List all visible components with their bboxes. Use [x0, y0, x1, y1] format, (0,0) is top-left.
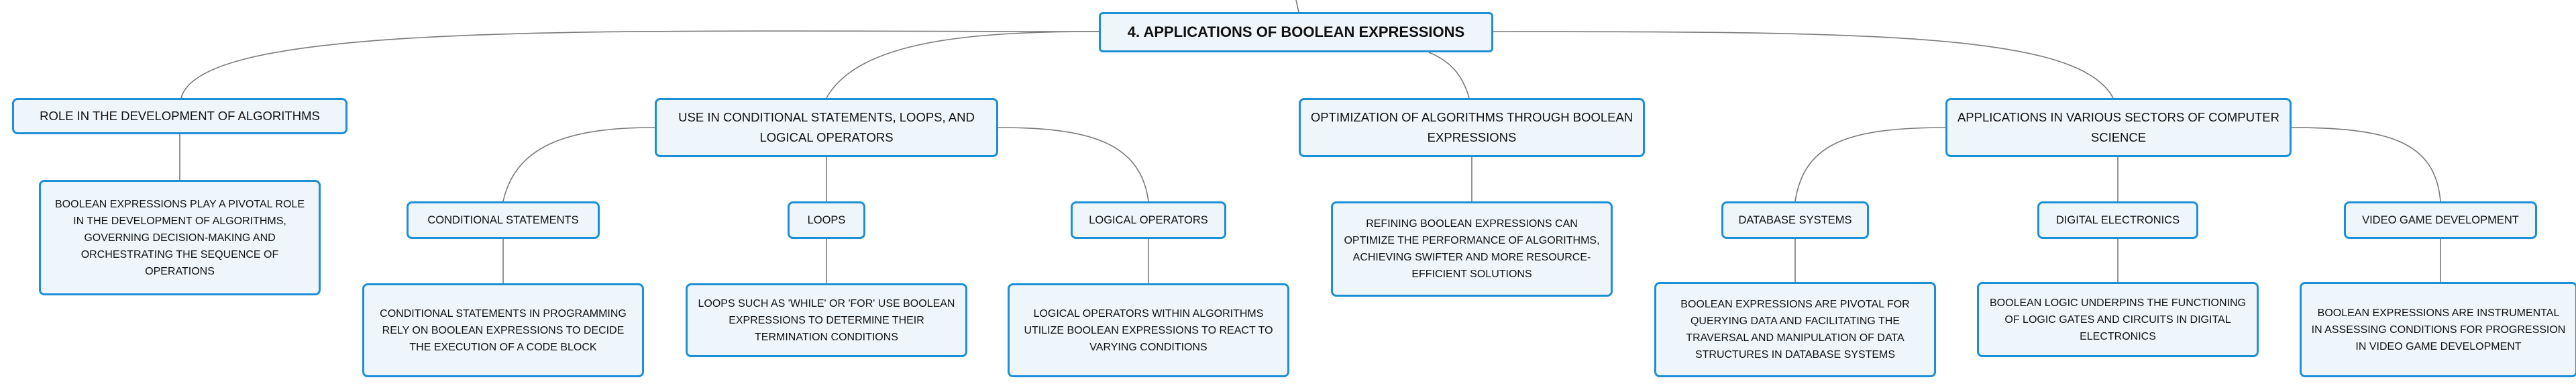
detail-text: BOOLEAN EXPRESSIONS PLAY A PIVOTAL ROLE …: [55, 198, 305, 277]
branch-title: APPLICATIONS IN VARIOUS SECTORS OF COMPU…: [1957, 110, 2280, 144]
node-title: CONDITIONAL STATEMENTS: [427, 213, 579, 226]
detail-digital-electronics[interactable]: BOOLEAN LOGIC UNDERPINS THE FUNCTIONING …: [1977, 282, 2259, 357]
node-title: DATABASE SYSTEMS: [1738, 213, 1852, 226]
detail-loops[interactable]: LOOPS SUCH AS 'WHILE' OR 'FOR' USE BOOLE…: [686, 283, 967, 357]
detail-logical-operators[interactable]: LOGICAL OPERATORS WITHIN ALGORITHMS UTIL…: [1008, 283, 1289, 377]
node-conditional-statements[interactable]: CONDITIONAL STATEMENTS: [407, 201, 600, 239]
detail-video-game-development[interactable]: BOOLEAN EXPRESSIONS ARE INSTRUMENTAL IN …: [2300, 282, 2576, 377]
connector-central-branch-4: [1493, 31, 2114, 99]
central-topic-title: 4. APPLICATIONS OF BOOLEAN EXPRESSIONS: [1127, 23, 1465, 40]
branch-title: OPTIMIZATION OF ALGORITHMS THROUGH BOOLE…: [1310, 110, 1633, 144]
connector-branch-2-child-3: [998, 127, 1149, 202]
branch-sectors-of-computer-science[interactable]: APPLICATIONS IN VARIOUS SECTORS OF COMPU…: [1945, 98, 2292, 157]
node-loops[interactable]: LOOPS: [788, 201, 865, 239]
connector-branch-4-child-1: [1794, 127, 1949, 202]
branch-optimization[interactable]: OPTIMIZATION OF ALGORITHMS THROUGH BOOLE…: [1299, 98, 1645, 157]
node-title: LOGICAL OPERATORS: [1089, 213, 1208, 226]
connector-central-branch-1: [180, 30, 1099, 99]
connector-central-branch-2: [826, 31, 1099, 99]
connector-branch-2-child-1: [502, 127, 655, 202]
detail-text: CONDITIONAL STATEMENTS IN PROGRAMMING RE…: [380, 307, 627, 353]
detail-text: LOOPS SUCH AS 'WHILE' OR 'FOR' USE BOOLE…: [698, 297, 955, 343]
node-title: LOOPS: [807, 213, 846, 226]
detail-text: LOGICAL OPERATORS WITHIN ALGORITHMS UTIL…: [1024, 307, 1273, 353]
detail-text: BOOLEAN LOGIC UNDERPINS THE FUNCTIONING …: [1990, 297, 2246, 342]
detail-conditional-statements[interactable]: CONDITIONAL STATEMENTS IN PROGRAMMING RE…: [362, 283, 644, 377]
node-logical-operators[interactable]: LOGICAL OPERATORS: [1071, 201, 1226, 239]
detail-database-systems[interactable]: BOOLEAN EXPRESSIONS ARE PIVOTAL FOR QUER…: [1654, 282, 1936, 377]
node-digital-electronics[interactable]: DIGITAL ELECTRONICS: [2037, 201, 2198, 239]
branch-title: USE IN CONDITIONAL STATEMENTS, LOOPS, AN…: [678, 110, 975, 144]
connector-top: [1295, 0, 1299, 13]
node-database-systems[interactable]: DATABASE SYSTEMS: [1721, 201, 1869, 239]
detail-text: BOOLEAN EXPRESSIONS ARE INSTRUMENTAL IN …: [2311, 307, 2566, 352]
detail-role-in-development[interactable]: BOOLEAN EXPRESSIONS PLAY A PIVOTAL ROLE …: [39, 180, 321, 295]
node-title: DIGITAL ELECTRONICS: [2055, 213, 2180, 226]
node-video-game-development[interactable]: VIDEO GAME DEVELOPMENT: [2344, 201, 2537, 239]
branch-conditional-loops-operators[interactable]: USE IN CONDITIONAL STATEMENTS, LOOPS, AN…: [655, 98, 998, 157]
connector-central-branch-3: [1428, 52, 1470, 99]
detail-optimization[interactable]: REFINING BOOLEAN EXPRESSIONS CAN OPTIMIZ…: [1331, 201, 1613, 297]
detail-text: BOOLEAN EXPRESSIONS ARE PIVOTAL FOR QUER…: [1680, 299, 1910, 360]
central-topic[interactable]: 4. APPLICATIONS OF BOOLEAN EXPRESSIONS: [1099, 12, 1493, 52]
detail-text: REFINING BOOLEAN EXPRESSIONS CAN OPTIMIZ…: [1344, 218, 1600, 280]
branch-role-in-development[interactable]: ROLE IN THE DEVELOPMENT OF ALGORITHMS: [12, 98, 347, 134]
node-title: VIDEO GAME DEVELOPMENT: [2362, 213, 2519, 226]
connector-branch-4-child-3: [2290, 127, 2441, 202]
branch-title: ROLE IN THE DEVELOPMENT OF ALGORITHMS: [40, 109, 320, 123]
